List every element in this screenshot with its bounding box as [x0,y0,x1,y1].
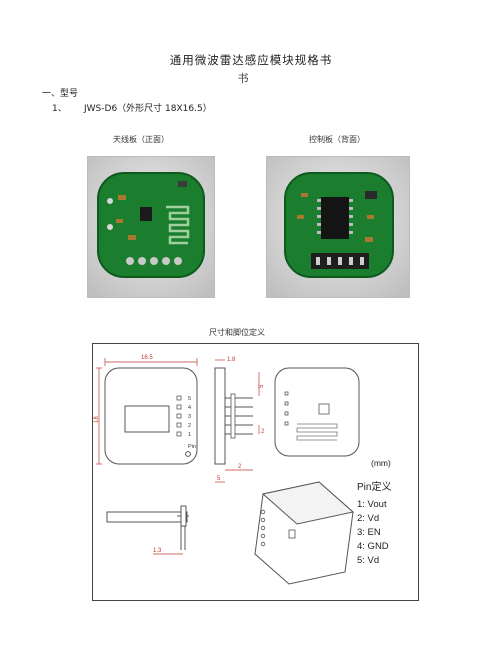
pin-number-5: 5 [188,396,191,402]
pin-definition-2: 2: Vd [357,513,379,524]
pin-definition-5: 5: Vd [357,555,379,566]
dimension-diagram: 16.5 18 5 4 3 2 1 Pin 1.8 5 2 2 [92,343,419,601]
model-item-text: JWS-D6（外形尺寸 18X16.5） [84,104,212,114]
dimension-drawing: 16.5 18 5 4 3 2 1 Pin 1.8 5 2 2 [94,355,391,585]
document-title: 通用微波雷达感应模块规格书 [169,53,333,67]
pin-number-4: 4 [188,405,191,411]
model-item: 1、 JWS-D6（外形尺寸 18X16.5） [52,101,212,114]
model-item-number: 1、 [52,104,67,114]
dim-pin-pitch-label: 2 [261,429,265,435]
control-caption: 控制板（背面） [309,135,365,144]
section-heading: 一、型号 [42,89,79,99]
unit-label: (mm) [371,458,391,468]
dim-bottom-offset-label: 1.3 [153,548,162,554]
dim-pitch-total-label: 5 [259,384,265,388]
pin-definition-4: 4: GND [357,541,389,552]
pin-axis-label: Pin [188,444,196,450]
dim-height-label: 18 [94,416,100,423]
pin-number-3: 3 [188,414,191,420]
antenna-board-photo [87,156,215,298]
dim-pin-length-label: 2 [238,464,242,470]
dim-side-gap-label: 5 [217,476,221,482]
antenna-caption: 天线板（正面） [113,135,169,144]
antenna-board-image [88,157,214,297]
diagram-caption: 尺寸和脚位定义 [209,328,265,337]
pin-number-1: 1 [188,432,191,438]
pin-definition-title: Pin定义 [357,480,391,493]
control-board-photo [266,156,410,298]
control-board-image [267,157,409,297]
pin-number-2: 2 [188,423,191,429]
document-title-wrap: 书 [237,72,249,85]
dim-top-offset-label: 1.8 [227,357,236,363]
pin-definition-3: 3: EN [357,527,381,538]
dim-width-label: 16.5 [141,355,153,361]
pin-definition-1: 1: Vout [357,499,387,510]
